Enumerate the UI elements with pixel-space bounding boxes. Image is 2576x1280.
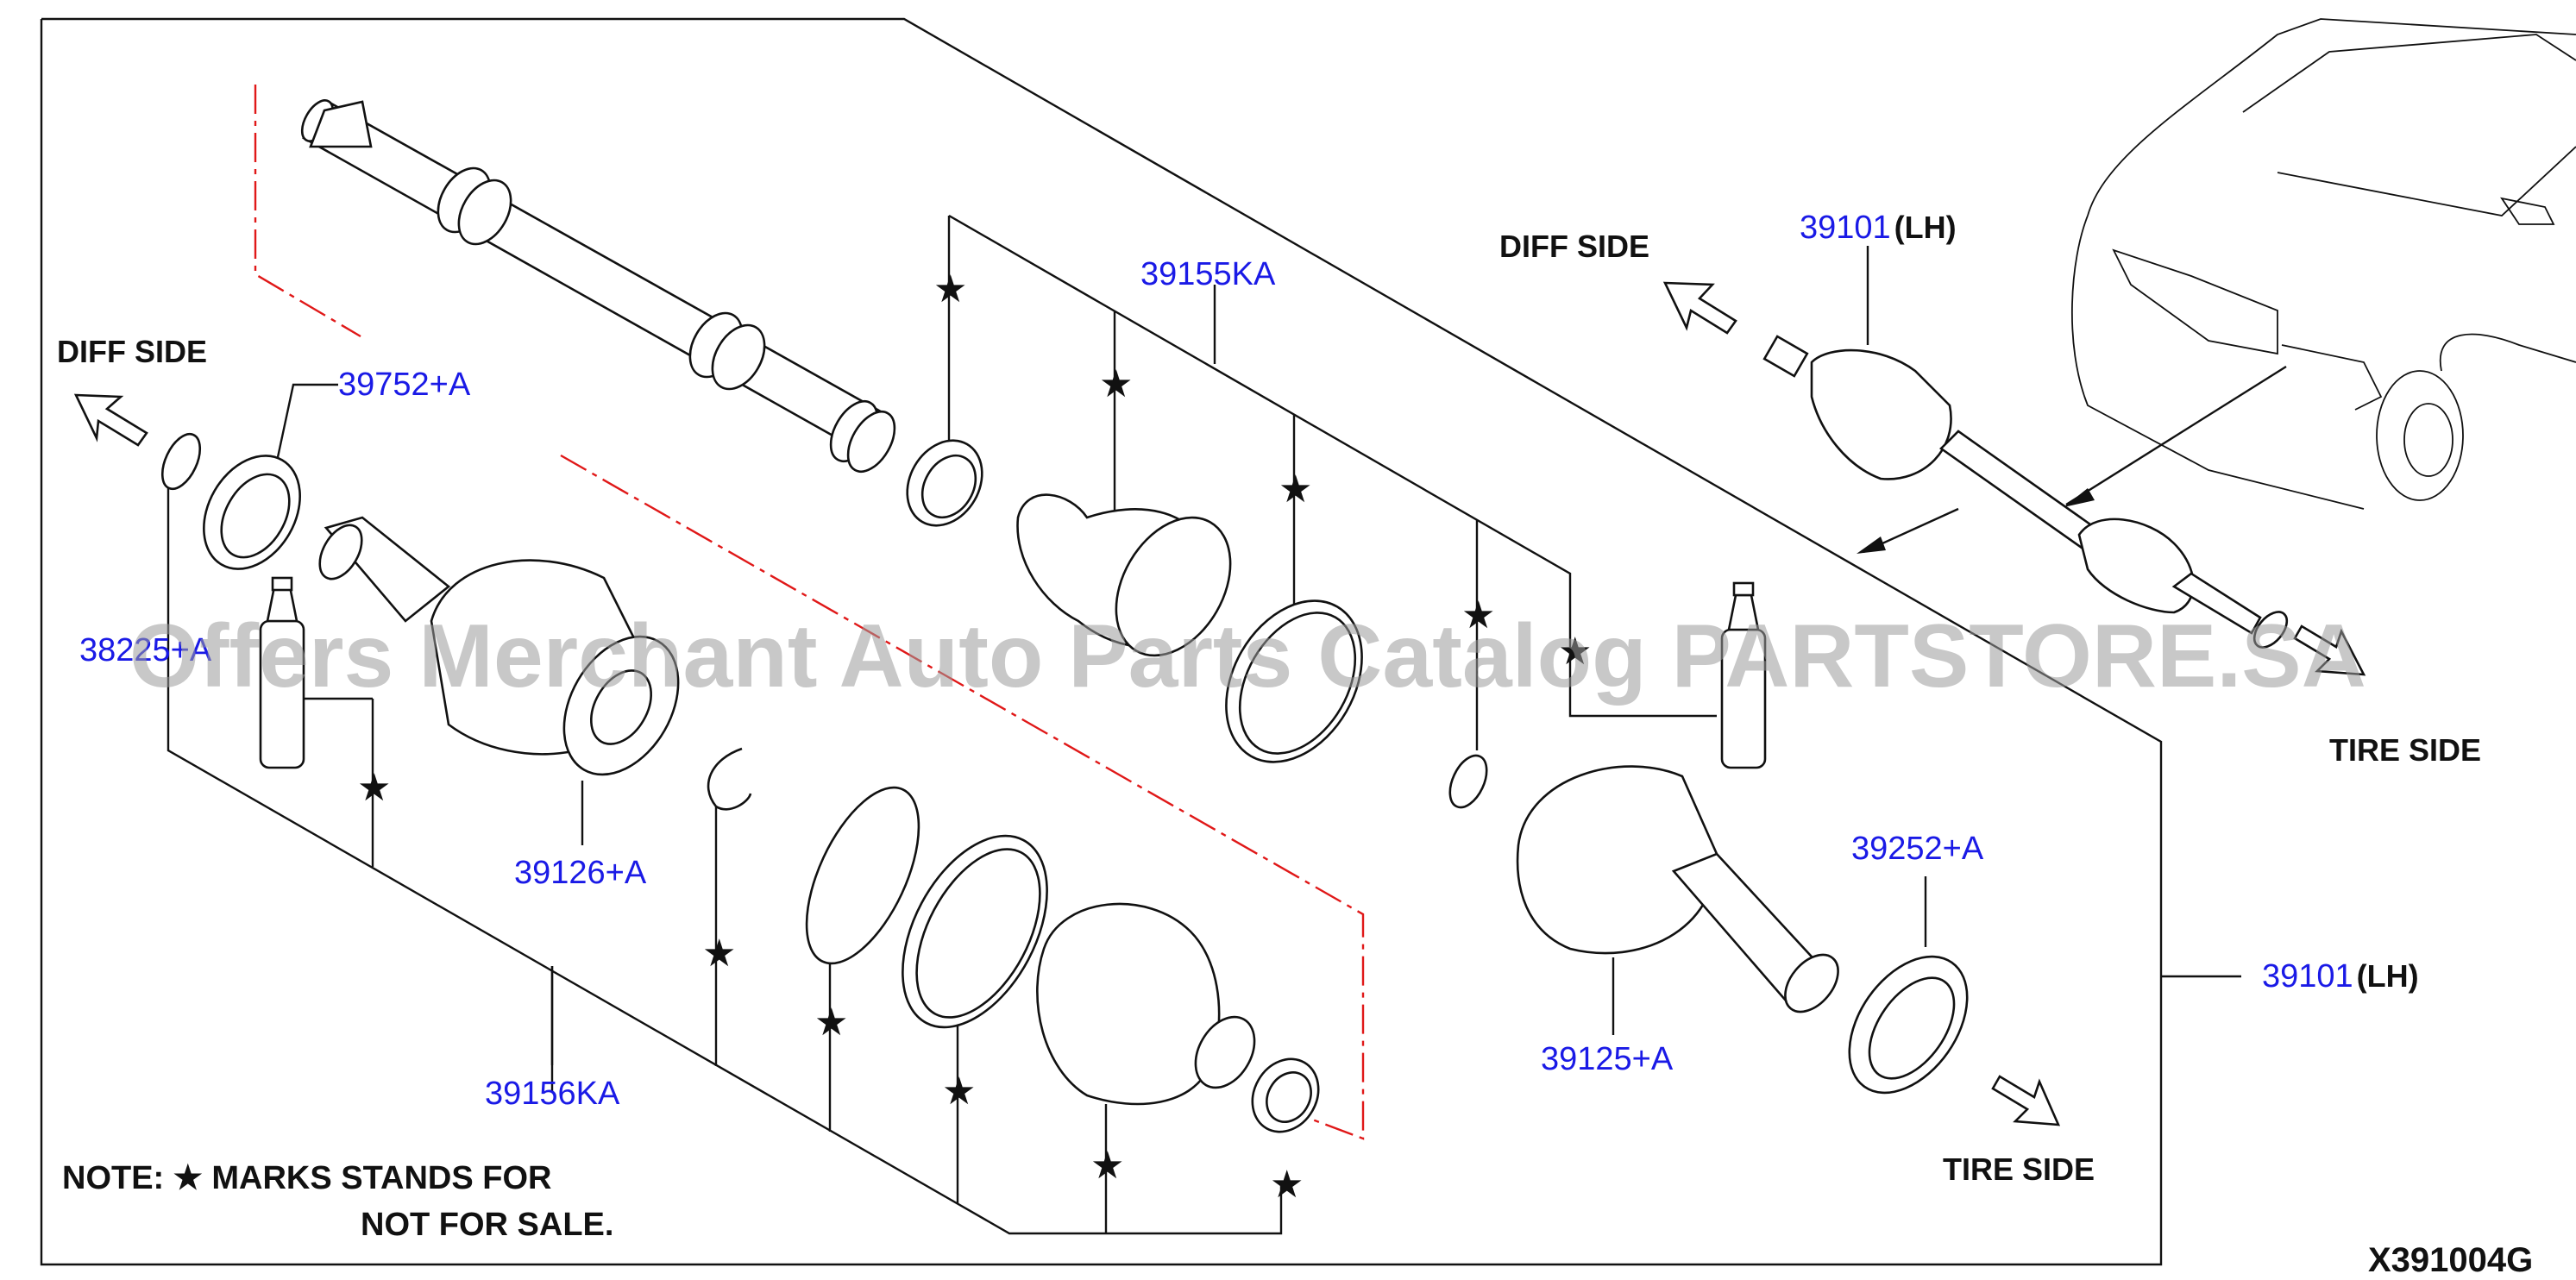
small-clamp-upper	[906, 439, 983, 527]
tire-side-label-bottom: TIRE SIDE	[1943, 1151, 2095, 1187]
svg-text:★: ★	[1270, 1163, 1304, 1207]
svg-text:★: ★	[814, 1001, 848, 1045]
assembled-axle	[1762, 335, 2289, 649]
note-line-1: NOTE: ★ MARKS STANDS FOR	[62, 1160, 551, 1196]
frame-outline	[40, 17, 2163, 1266]
svg-text:★: ★	[942, 1070, 976, 1114]
diagram-code: X391004G	[2368, 1241, 2533, 1279]
svg-text:★: ★	[1279, 467, 1312, 511]
vehicle-outline	[2071, 18, 2576, 510]
red-cut-line-bottom	[560, 454, 1365, 1140]
red-cut-line-top	[254, 85, 361, 338]
snap-ring-and-seal	[160, 432, 301, 570]
o-ring-lower	[805, 786, 920, 965]
inner-joint-housing	[318, 516, 680, 776]
tire-side-label-right: TIRE SIDE	[2329, 732, 2481, 768]
label-39155: 39155KA	[1140, 256, 1276, 292]
arrow-tire-side-right	[2293, 624, 2366, 676]
diff-side-label-left: DIFF SIDE	[57, 334, 207, 369]
svg-text:★: ★	[702, 932, 736, 976]
diff-side-label-right: DIFF SIDE	[1499, 229, 1649, 264]
large-band-upper	[1225, 599, 1363, 763]
arrow-diff-side-left	[73, 393, 148, 447]
svg-text:★: ★	[1461, 593, 1495, 637]
drive-shaft-bar	[300, 99, 896, 473]
arrow-tire-side-bottom	[1991, 1075, 2061, 1126]
label-38225: 38225+A	[79, 632, 212, 668]
svg-text:★: ★	[1099, 362, 1133, 406]
grease-tube-right	[1720, 581, 1767, 769]
svg-text:★: ★	[1558, 630, 1592, 674]
arrow-diff-side-right	[1662, 281, 1737, 335]
star-markers: ★ ★ ★ ★ ★ ★ ★ ★ ★ ★ ★	[357, 267, 1592, 1207]
outer-joint	[1516, 765, 1839, 1013]
svg-text:★: ★	[357, 766, 391, 810]
circlip	[707, 747, 752, 811]
label-39752: 39752+A	[338, 367, 471, 403]
label-39156: 39156KA	[485, 1076, 620, 1112]
svg-text:★: ★	[933, 267, 967, 311]
label-39126: 39126+A	[514, 855, 647, 891]
watermark: Offers Merchant Auto Parts Catalog PARTS…	[129, 606, 2366, 706]
label-39252: 39252+A	[1851, 831, 1984, 867]
label-39101-right: 39101(LH)	[2262, 958, 2419, 995]
label-39125: 39125+A	[1541, 1041, 1674, 1077]
boot-lower	[1036, 902, 1256, 1106]
label-39101-top: 39101(LH)	[1800, 210, 1957, 246]
outer-seal	[1848, 955, 1969, 1095]
note-line-2: NOT FOR SALE.	[361, 1207, 613, 1243]
small-clamp-lower	[1251, 1057, 1320, 1133]
grease-tube-left	[259, 576, 305, 769]
group-39155-lines	[947, 214, 1717, 750]
small-ring-mid	[1448, 754, 1488, 809]
large-band-lower	[902, 834, 1048, 1029]
svg-text:★: ★	[1090, 1144, 1124, 1188]
boot-upper	[1016, 493, 1232, 657]
leader-lines	[276, 246, 2241, 1065]
